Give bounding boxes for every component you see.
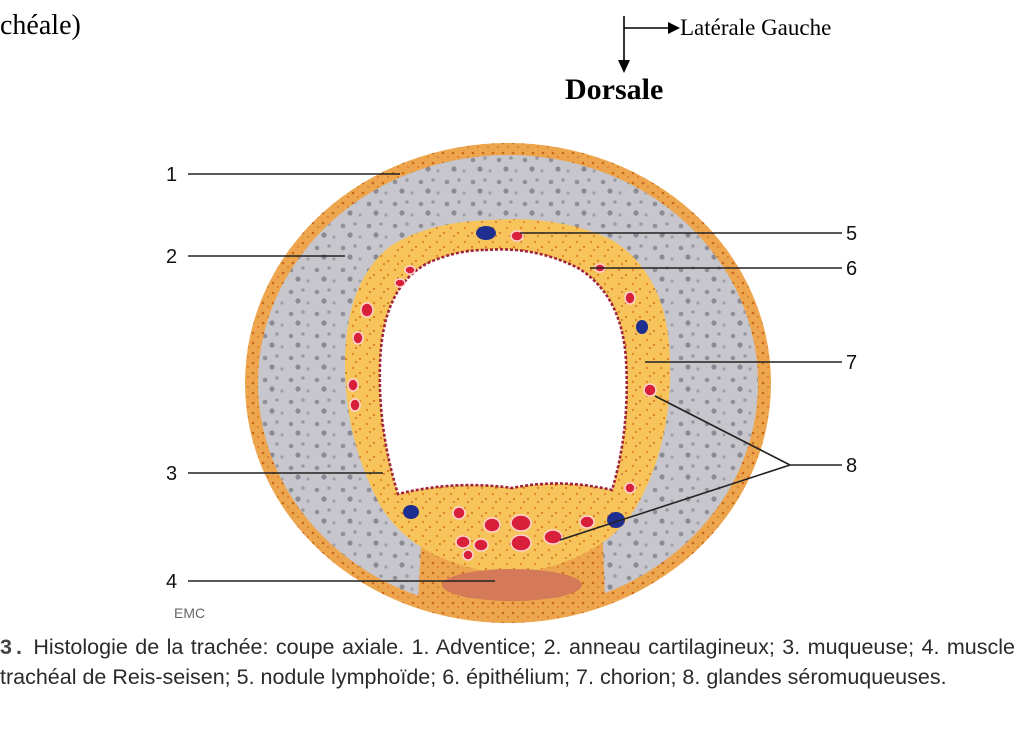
caption-text: Histologie de la trachée: coupe axiale. …: [0, 635, 1015, 689]
label-6: 6: [846, 258, 857, 280]
label-1: 1: [166, 164, 177, 186]
emc-watermark: EMC: [174, 605, 205, 621]
trachealis-muscle: [442, 569, 582, 601]
label-3: 3: [166, 463, 177, 485]
trachea-diagram: 1 2 3 4 5 6 7 8 EMC: [0, 0, 1019, 630]
lumen: [380, 249, 627, 494]
label-2: 2: [166, 246, 177, 268]
label-5: 5: [846, 223, 857, 245]
orientation-arrows: [618, 16, 680, 73]
label-4: 4: [166, 571, 177, 593]
label-7: 7: [846, 352, 857, 374]
caption-lead: 3.: [0, 635, 26, 659]
figure-caption: 3. Histologie de la trachée: coupe axial…: [0, 632, 1015, 692]
label-8: 8: [846, 455, 857, 477]
